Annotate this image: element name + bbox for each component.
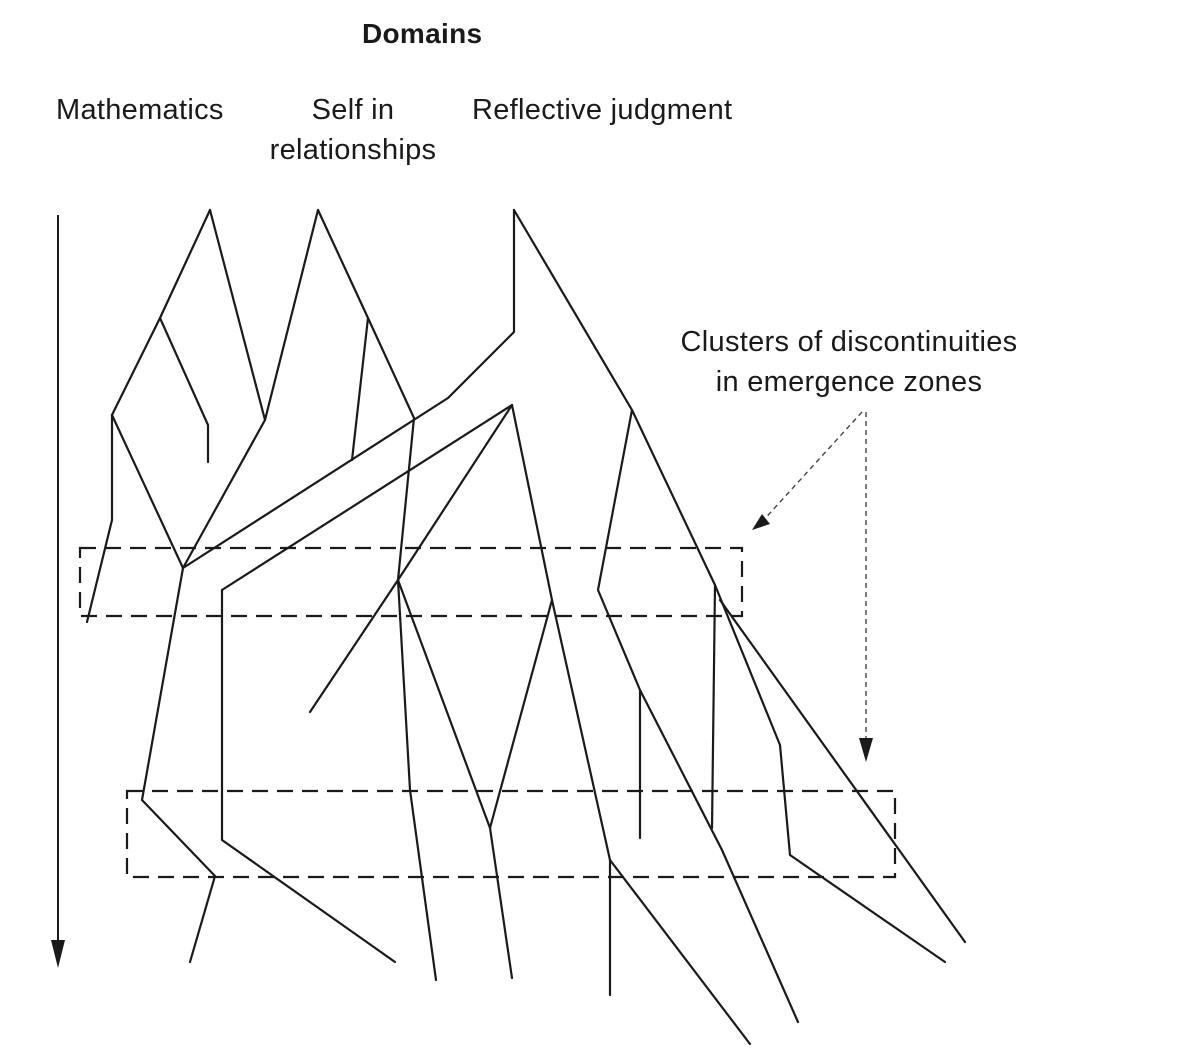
strand <box>110 413 185 570</box>
strand <box>550 598 612 997</box>
annotation-pointer-upper-head <box>752 514 770 530</box>
domain-label-self-in-relationships: Self in relationships <box>258 90 448 170</box>
strand <box>158 316 210 464</box>
strand <box>718 598 967 944</box>
annotation-pointer-lower-head <box>859 738 873 762</box>
annotation-line: in emergence zones <box>715 366 983 398</box>
strand <box>488 403 554 980</box>
diagram-heading: Domains <box>362 18 483 49</box>
domain-label-reflective-judgment: Reflective judgment <box>472 90 732 130</box>
strand <box>396 578 438 982</box>
domain-label-line: relationships <box>269 134 437 166</box>
strand <box>396 578 492 830</box>
strand <box>713 583 947 964</box>
domain-label-line: Mathematics <box>56 94 224 126</box>
emergence-zone-lower <box>125 789 897 879</box>
strand <box>220 403 514 592</box>
strand <box>316 208 370 462</box>
strand <box>396 403 514 582</box>
strand <box>608 858 752 1046</box>
strand <box>630 408 717 830</box>
domain-label-mathematics: Mathematics <box>56 90 224 130</box>
strand <box>308 316 416 714</box>
annotation-line: Clusters of discontinuities <box>680 326 1018 358</box>
annotation-pointer-upper <box>759 411 863 525</box>
domain-label-line: Self in <box>311 94 395 126</box>
strand <box>512 208 800 1024</box>
domain-label-line: Reflective judgment <box>472 94 733 126</box>
strand <box>181 208 267 570</box>
strand <box>140 566 217 964</box>
strand <box>263 208 320 422</box>
strand <box>110 208 212 417</box>
emergence-zone-annotation: Clusters of discontinuities in emergence… <box>656 322 1042 402</box>
strand <box>181 208 516 570</box>
time-axis-arrowhead <box>51 940 65 968</box>
developmental-strands <box>85 208 967 1046</box>
strand <box>85 413 114 624</box>
strand <box>220 588 397 964</box>
